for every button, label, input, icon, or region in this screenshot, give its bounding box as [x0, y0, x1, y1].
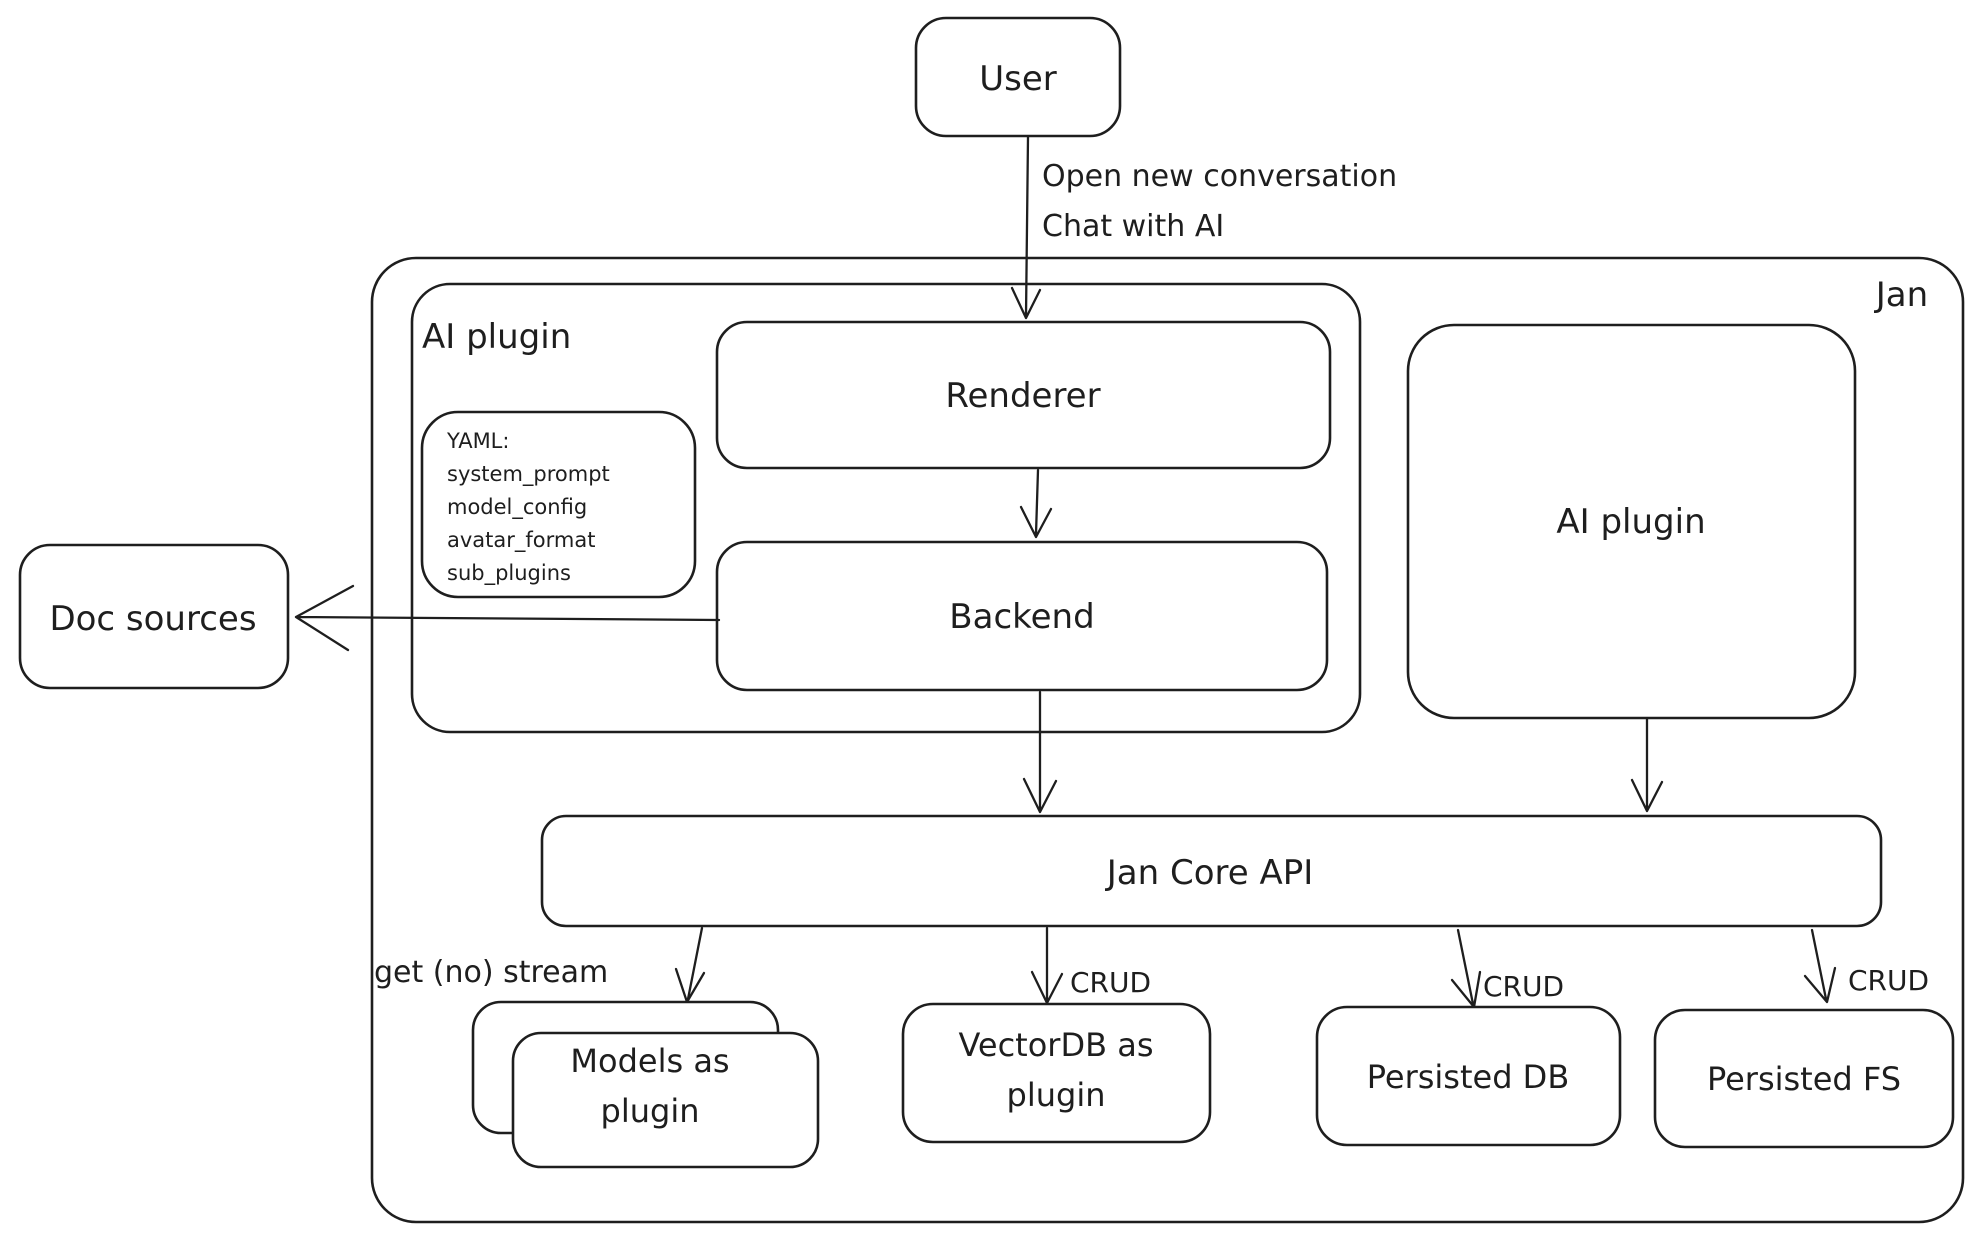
yaml-note-line-sub-plugins: sub_plugins	[447, 561, 571, 586]
doc-sources-box	[18, 543, 290, 690]
edge-label-open-conversation-line2: Chat with AI	[1042, 209, 1224, 244]
user-label: User	[979, 59, 1057, 99]
backend-label: Backend	[949, 597, 1094, 637]
edge-label-crud-vectordb: CRUD	[1070, 966, 1151, 999]
edge-renderer-to-backend	[1019, 468, 1053, 539]
yaml-note-title: YAML:	[446, 429, 509, 453]
edge-label-open-conversation-line1: Open new conversation	[1042, 159, 1397, 194]
yaml-note-box	[420, 410, 697, 599]
ai-plugin-group-box	[410, 282, 1362, 734]
renderer-box	[715, 320, 1332, 470]
renderer-label: Renderer	[945, 376, 1100, 416]
ai-plugin-label: AI plugin	[1556, 502, 1705, 542]
edge-backend-to-doc-sources	[294, 584, 721, 652]
models-label-line2: plugin	[601, 1092, 700, 1130]
persisted-db-box	[1315, 1005, 1622, 1147]
yaml-note-line-avatar-format: avatar_format	[447, 528, 595, 553]
edge-core-api-to-persisted-db	[1450, 928, 1482, 1009]
jan-container-box	[370, 256, 1965, 1224]
vectordb-box	[901, 1002, 1212, 1144]
edge-label-crud-persisted-fs: CRUD	[1848, 964, 1929, 997]
yaml-note-line-model-config: model_config	[447, 495, 587, 520]
doc-sources-label: Doc sources	[49, 599, 256, 639]
ai-plugin-box	[1406, 323, 1857, 720]
edge-backend-to-core-api	[1022, 690, 1058, 814]
jan-core-api-box	[540, 814, 1883, 928]
backend-box	[715, 540, 1329, 692]
ai-plugin-group-label: AI plugin	[422, 317, 571, 357]
models-label-line1: Models as	[570, 1042, 729, 1080]
edge-core-api-to-models	[674, 926, 706, 1004]
vectordb-label-line1: VectorDB as	[958, 1026, 1153, 1064]
user-box	[914, 16, 1122, 138]
jan-container-label: Jan	[1874, 275, 1928, 315]
yaml-note-line-system-prompt: system_prompt	[447, 462, 610, 487]
edge-label-crud-persisted-db: CRUD	[1483, 970, 1564, 1003]
edge-core-api-to-vectordb	[1030, 926, 1064, 1005]
edge-label-get-no-stream: get (no) stream	[374, 955, 608, 990]
edge-user-to-renderer	[1010, 135, 1042, 320]
models-box-front	[511, 1031, 820, 1169]
vectordb-label-line2: plugin	[1007, 1076, 1106, 1114]
persisted-fs-box	[1653, 1008, 1955, 1149]
jan-core-api-label: Jan Core API	[1105, 853, 1314, 893]
persisted-db-label: Persisted DB	[1367, 1058, 1570, 1096]
persisted-fs-label: Persisted FS	[1707, 1060, 1901, 1098]
edge-core-api-to-persisted-fs	[1803, 928, 1837, 1004]
edge-ai-plugin-to-core-api	[1630, 716, 1664, 813]
